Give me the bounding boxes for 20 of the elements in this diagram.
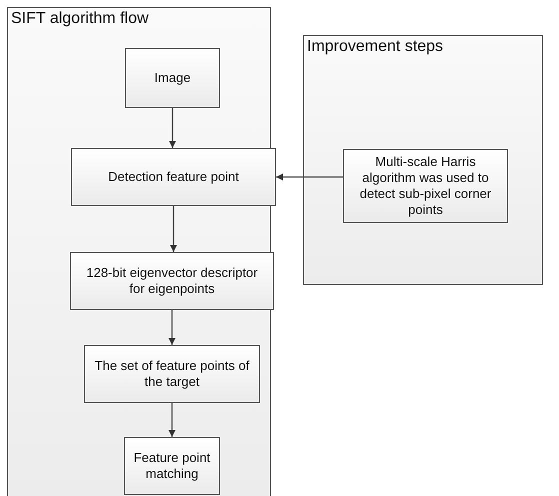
process-box [124,437,220,495]
process-box [70,252,274,310]
box-label: Image [154,70,191,86]
arrow [170,206,177,252]
arrow [276,174,343,180]
box-label: Detection feature point [108,169,239,185]
arrow [168,310,176,345]
panel-title: Improvement steps [307,38,444,56]
panel-title: SIFT algorithm flow [11,10,149,28]
arrow [168,403,176,437]
process-box [125,48,220,108]
process-box [343,149,508,223]
box-label: The set of feature points of the target [94,358,250,390]
process-box [71,148,276,206]
process-box [84,345,260,403]
box-label: Multi-scale Harris algorithm was used to detect sub-pixel corner points [358,154,492,218]
box-label: 128-bit eigenvector descriptor for eigenpoints [85,265,259,297]
group-panel [303,35,543,285]
arrow [169,108,176,148]
box-label: Feature point matching [132,450,212,482]
